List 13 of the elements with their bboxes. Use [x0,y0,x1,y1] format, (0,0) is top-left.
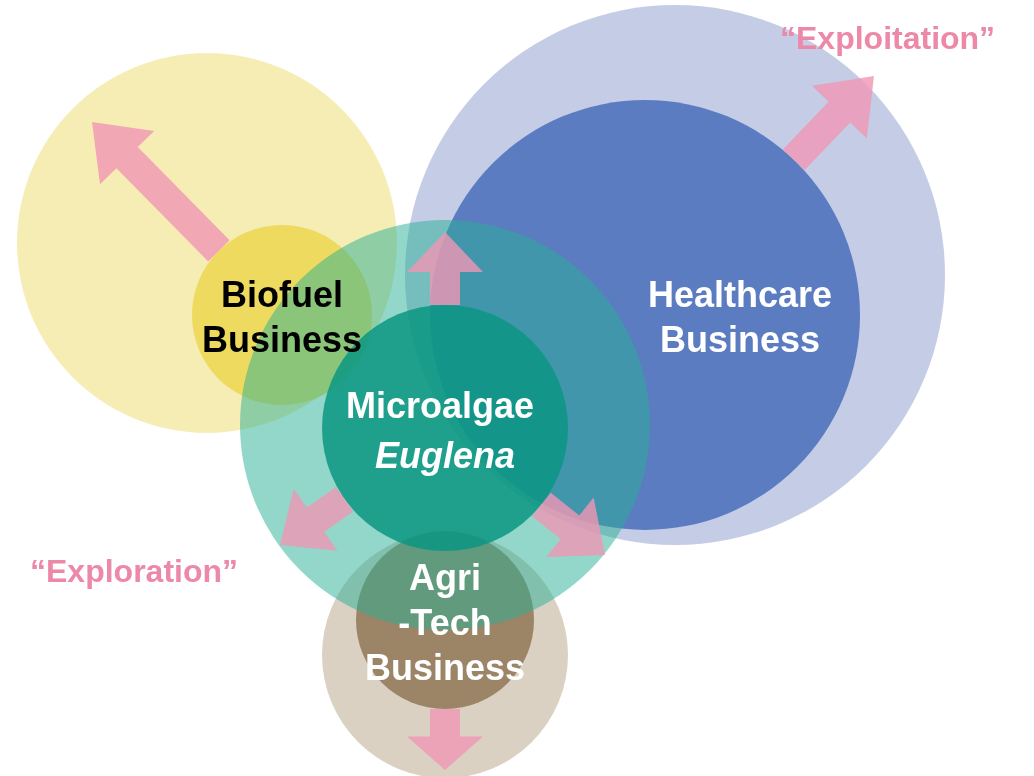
business-label: Biofuel Business [200,273,364,362]
block-arrow [92,122,230,262]
block-arrow [280,486,354,551]
business-label: Healthcare Business [646,273,834,362]
business-label: Agri -Tech Business [365,555,525,690]
block-arrow [782,76,874,171]
business-label: Euglena [374,433,516,478]
block-arrow [407,709,483,770]
strategy-label: “Exploration” [30,553,238,590]
strategy-label: “Exploitation” [780,20,996,57]
block-arrow [532,492,605,557]
business-label: Microalgae [344,383,536,428]
block-arrow [407,232,483,305]
